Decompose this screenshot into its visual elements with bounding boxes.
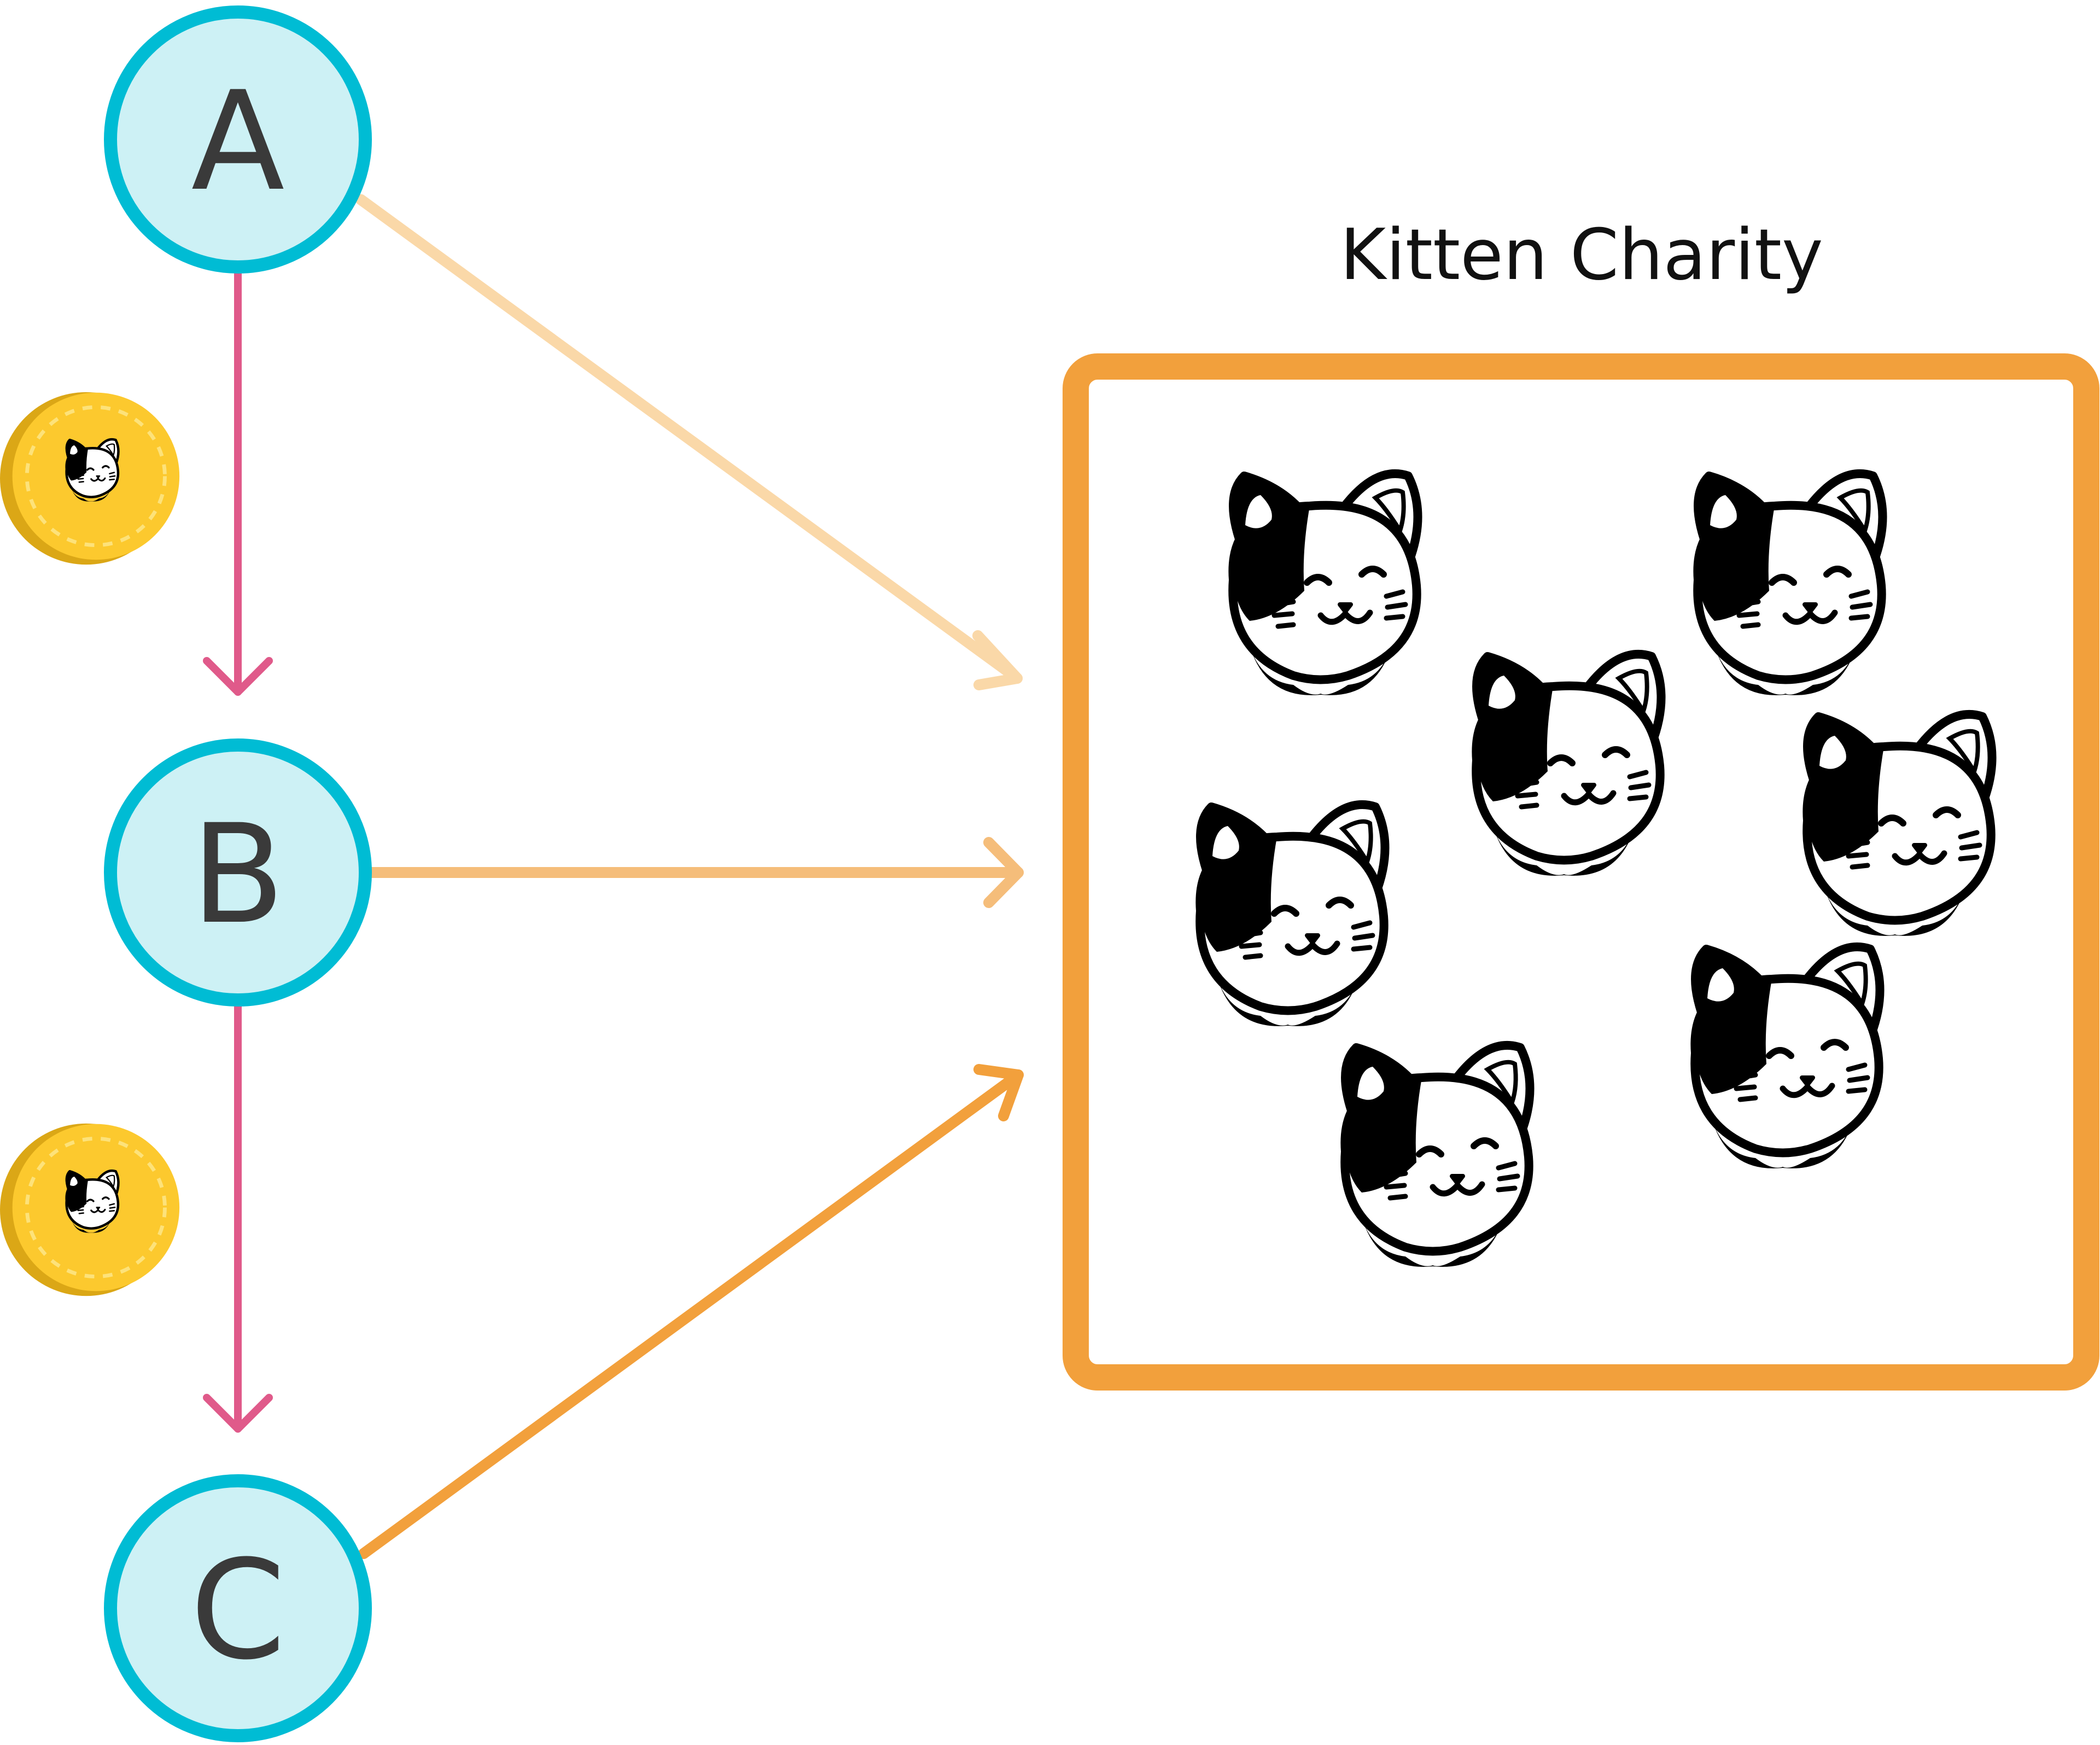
donation-arrow-a bbox=[355, 194, 1023, 690]
node-b-label: B bbox=[191, 795, 285, 954]
node-c-label: C bbox=[190, 1531, 286, 1690]
node-b: B bbox=[104, 738, 372, 1007]
node-a: A bbox=[104, 5, 372, 274]
charity-title: Kitten Charity bbox=[1340, 214, 1823, 296]
chain-arrow-a-to-b bbox=[203, 269, 273, 696]
node-c: C bbox=[104, 1474, 372, 1742]
node-a-label: A bbox=[191, 62, 284, 221]
kitten-coin-icon bbox=[0, 392, 179, 565]
donation-arrow-b bbox=[366, 837, 1024, 908]
chain-arrow-b-to-c bbox=[203, 1003, 273, 1433]
kitten-coin-icon bbox=[0, 1124, 179, 1296]
donation-arrow-c bbox=[358, 1064, 1024, 1559]
